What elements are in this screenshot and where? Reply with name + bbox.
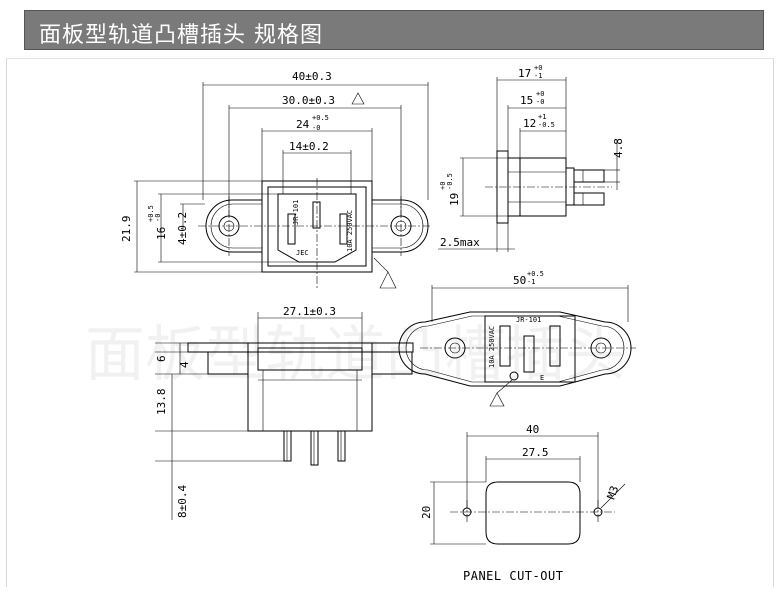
dim-body-height-tol-lower: -0 bbox=[154, 214, 162, 222]
dim-4-8: 4.8 bbox=[612, 138, 625, 158]
dim-body-height: 16 bbox=[155, 227, 168, 240]
dim-6: 6 bbox=[155, 355, 168, 362]
dim-17-tol-lower: -1 bbox=[534, 72, 542, 80]
rear-view: 10A 250VAC JR-101 E 50 +0.5 -1 bbox=[398, 270, 636, 407]
dim-15-tol-lower: -0 bbox=[536, 98, 544, 106]
title-banner: 面板型轨道凸槽插头 规格图 bbox=[24, 10, 764, 50]
dim-body-width-tol-upper: +0.5 bbox=[312, 114, 329, 122]
dim-12: 12 bbox=[523, 117, 536, 130]
dim-height: 21.9 bbox=[120, 216, 133, 243]
warning-triangle-icon bbox=[379, 271, 397, 289]
front-marking-rating: 10A 250VAC bbox=[346, 210, 354, 252]
dim-slot: 14±0.2 bbox=[289, 140, 329, 153]
rear-marking-rating: 10A 250VAC bbox=[488, 326, 496, 368]
dim-17-tol-upper: +0 bbox=[534, 64, 542, 72]
watermark-text: 面板型轨道凸槽插头 bbox=[85, 320, 625, 390]
rear-marking-model: JR-101 bbox=[516, 316, 541, 324]
bottom-view: 27.1±0.3 6 4 13.8 8±0.4 bbox=[155, 305, 414, 520]
page-title: 面板型轨道凸槽插头 规格图 bbox=[39, 23, 323, 48]
dim-15: 15 bbox=[520, 94, 533, 107]
front-marking-brand: JEC bbox=[296, 249, 309, 257]
dim-27-1: 27.1±0.3 bbox=[283, 305, 336, 318]
dim-19-tol-lower: -0.5 bbox=[446, 173, 454, 190]
dim-hole-spacing: 30.0±0.3 bbox=[282, 94, 335, 107]
dim-12-tol-upper: +1 bbox=[538, 113, 546, 121]
dim-13-8: 13.8 bbox=[155, 389, 168, 416]
dim-hole-offset: 4±0.2 bbox=[176, 212, 189, 245]
dim-15-tol-upper: +0 bbox=[536, 90, 544, 98]
dim-width: 40±0.3 bbox=[292, 70, 332, 83]
panel-cutout-view: 40 27.5 20 M3 PANEL CUT-OUT bbox=[420, 423, 626, 583]
dim-cutout-20: 20 bbox=[420, 506, 433, 519]
dim-body-height-tol: +0.5 bbox=[147, 205, 155, 222]
side-view: 17 +0 -1 15 +0 -0 12 +1 -0.5 4.8 19 +0 -… bbox=[438, 64, 625, 252]
dim-body-width-tol-lower: -0 bbox=[312, 124, 320, 132]
dim-50: 50 bbox=[513, 274, 526, 287]
warning-triangle-icon bbox=[351, 92, 365, 105]
dim-19: 19 bbox=[448, 193, 461, 206]
dim-17: 17 bbox=[518, 67, 531, 80]
dim-8: 8±0.4 bbox=[176, 485, 189, 518]
front-view: JR-101 10A 250VAC JEC 40±0.3 30.0±0.3 24… bbox=[120, 70, 430, 290]
panel-cutout-label: PANEL CUT-OUT bbox=[463, 569, 563, 583]
dim-50-tol-upper: +0.5 bbox=[527, 270, 544, 278]
dim-12-tol-lower: -0.5 bbox=[538, 121, 555, 129]
front-marking-model: JR-101 bbox=[292, 200, 300, 225]
drawing-frame bbox=[6, 58, 774, 587]
dim-cutout-27-5: 27.5 bbox=[522, 446, 549, 459]
dim-cutout-m3: M3 bbox=[605, 484, 622, 501]
dim-body-width: 24 bbox=[296, 118, 310, 131]
warning-triangle-icon bbox=[489, 392, 505, 407]
rear-terminal-label: E bbox=[540, 374, 544, 382]
dim-50-tol-lower: -1 bbox=[527, 278, 535, 286]
dim-cutout-40: 40 bbox=[526, 423, 539, 436]
dim-19-tol-upper: +0 bbox=[439, 182, 447, 190]
dim-4: 4 bbox=[178, 361, 191, 368]
dim-2-5max: 2.5max bbox=[440, 236, 480, 249]
